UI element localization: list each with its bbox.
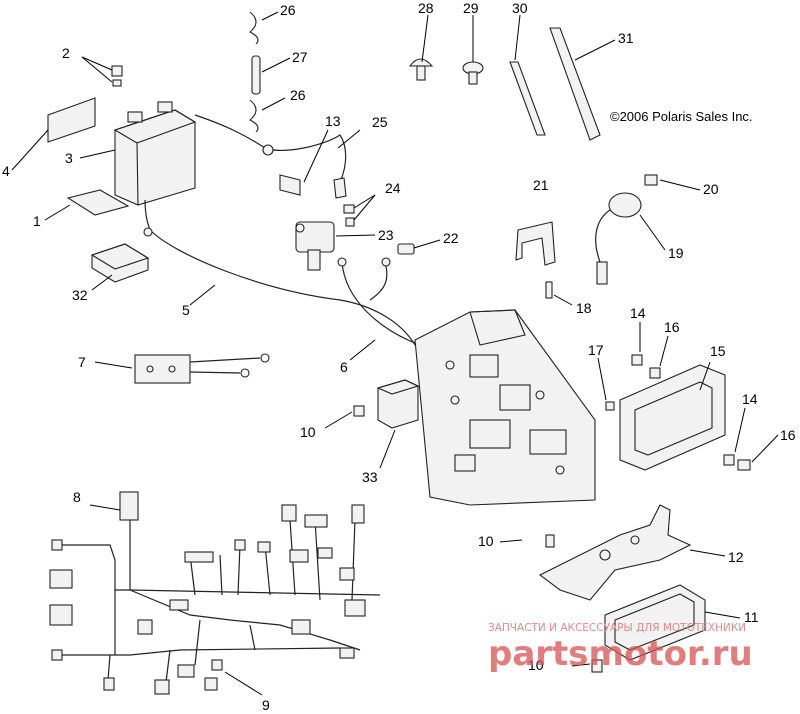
solenoid-cable-6 xyxy=(341,261,421,346)
frame-panel xyxy=(414,309,596,506)
callout-19: 19 xyxy=(668,245,684,261)
callout-14-right: 14 xyxy=(742,391,758,407)
callout-23: 23 xyxy=(378,227,394,243)
screw-20 xyxy=(644,174,658,186)
callout-25: 25 xyxy=(372,114,388,130)
callout-14-top: 14 xyxy=(630,305,646,321)
callout-10-bottom: 10 xyxy=(528,657,544,673)
strap-27 xyxy=(251,55,261,95)
callout-18: 18 xyxy=(576,300,592,316)
callout-12: 12 xyxy=(728,549,744,565)
callout-13: 13 xyxy=(325,113,341,129)
leader-lines xyxy=(11,11,779,696)
callout-4: 4 xyxy=(2,163,10,179)
bracket-21 xyxy=(515,221,556,266)
callout-16-right: 16 xyxy=(780,427,796,443)
callout-10-left: 10 xyxy=(300,424,316,440)
callout-20: 20 xyxy=(703,181,719,197)
bolt-2 xyxy=(111,65,123,87)
solenoid xyxy=(295,221,335,271)
pin-18 xyxy=(545,281,553,299)
callout-16-top: 16 xyxy=(664,319,680,335)
main-wiring-harness xyxy=(49,491,381,695)
callout-27: 27 xyxy=(292,49,308,65)
copyright-text: ©2006 Polaris Sales Inc. xyxy=(610,109,753,124)
callout-29: 29 xyxy=(463,0,479,16)
callout-5: 5 xyxy=(182,302,190,318)
battery xyxy=(113,101,197,206)
callout-33: 33 xyxy=(362,469,378,485)
foam-block xyxy=(90,243,150,283)
clip-26-bottom xyxy=(249,99,259,133)
watermark-logo: partsmotor.ru xyxy=(488,634,753,674)
fuse-block-33 xyxy=(376,379,420,429)
cable-tie-31 xyxy=(549,27,601,141)
battery-pad xyxy=(47,97,96,143)
clip-26-top xyxy=(249,11,259,45)
bolt-22 xyxy=(397,243,415,255)
callout-24: 24 xyxy=(385,180,401,196)
washers-14-16-17 xyxy=(353,354,751,471)
callout-31: 31 xyxy=(618,30,634,46)
callout-15: 15 xyxy=(710,343,726,359)
callout-26-top: 26 xyxy=(280,2,296,18)
callout-11: 11 xyxy=(744,609,759,625)
battery-strap-pad xyxy=(66,189,130,216)
callout-10-mid: 10 xyxy=(478,533,494,549)
callout-21: 21 xyxy=(533,177,549,193)
callout-26-mid: 26 xyxy=(290,87,306,103)
callout-7: 7 xyxy=(78,354,86,370)
push-rivet-29 xyxy=(462,61,484,85)
nuts-24 xyxy=(343,204,355,227)
ecu-11 xyxy=(604,584,706,661)
cable-tie-30 xyxy=(509,61,546,136)
mount-plate-12 xyxy=(538,504,692,601)
callout-2: 2 xyxy=(62,45,70,61)
bolt-10-bottom xyxy=(591,659,603,673)
callout-1: 1 xyxy=(33,213,41,229)
callout-30: 30 xyxy=(512,0,528,16)
callout-22: 22 xyxy=(443,230,459,246)
battery-cable-positive xyxy=(194,114,347,186)
callout-6: 6 xyxy=(340,359,348,375)
callout-3: 3 xyxy=(65,150,73,166)
callout-9: 9 xyxy=(262,697,270,713)
ground-strap-7 xyxy=(134,353,270,384)
terminal-13 xyxy=(279,174,347,199)
battery-cable-negative xyxy=(144,199,416,346)
callout-17: 17 xyxy=(588,342,604,358)
callout-32: 32 xyxy=(72,287,88,303)
ignition-coil-19 xyxy=(595,192,642,285)
callout-8: 8 xyxy=(73,489,81,505)
push-rivet-28 xyxy=(408,58,434,81)
watermark-tagline: ЗАПЧАСТИ И АКСЕССУАРЫ ДЛЯ МОТОТЕХНИКИ xyxy=(488,622,746,634)
cdi-module-15 xyxy=(619,364,726,471)
callout-28: 28 xyxy=(418,0,434,16)
